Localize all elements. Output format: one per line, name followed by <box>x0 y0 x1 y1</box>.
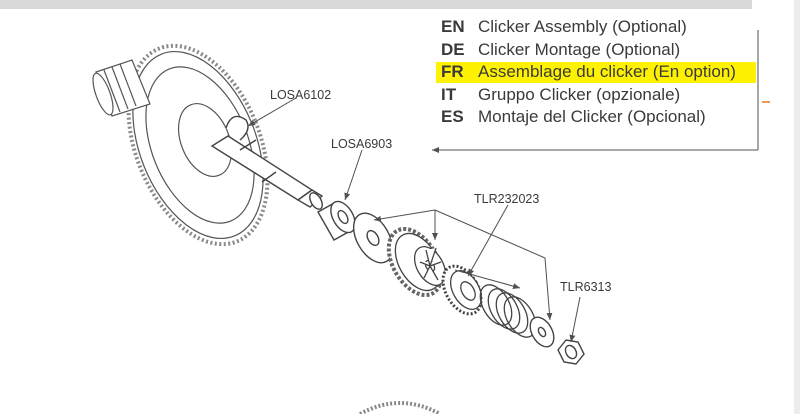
legend-row-it: IT Gruppo Clicker (opzionale) <box>436 84 766 107</box>
legend-text: Montaje del Clicker (Opcional) <box>478 107 706 126</box>
bearing <box>317 200 356 241</box>
legend-row-es: ES Montaje del Clicker (Opcional) <box>436 106 766 129</box>
top-scroll-edge <box>0 0 752 9</box>
language-code: FR <box>441 62 464 81</box>
vertical-scrollbar[interactable] <box>794 0 800 414</box>
lock-nut <box>557 339 585 365</box>
small-washer <box>529 316 555 348</box>
leader-lines <box>247 30 759 343</box>
part-label-losa6102: LOSA6102 <box>270 88 331 102</box>
part-label-tlr6313: TLR6313 <box>560 280 611 294</box>
part-label-losa6903: LOSA6903 <box>331 137 392 151</box>
highlight-bar <box>436 62 756 83</box>
legend-row-en: EN Clicker Assembly (Optional) <box>436 16 766 39</box>
e-clip <box>225 115 249 141</box>
legend-row-fr: FR Assemblage du clicker (En option) <box>436 61 766 84</box>
language-legend: EN Clicker Assembly (Optional) DE Clicke… <box>436 16 766 129</box>
part-label-tlr232023: TLR232023 <box>474 192 539 206</box>
legend-text: Assemblage du clicker (En option) <box>478 62 736 81</box>
legend-row-de: DE Clicker Montage (Optional) <box>436 39 766 62</box>
legend-text: Clicker Assembly (Optional) <box>478 17 687 36</box>
spring <box>479 284 537 338</box>
clicker-ring <box>441 264 483 316</box>
lower-gear-fragment <box>359 401 441 414</box>
language-code: IT <box>441 84 457 104</box>
language-code: ES <box>441 107 464 126</box>
main-shaft <box>210 135 324 210</box>
washer <box>352 212 394 264</box>
legend-text: Clicker Montage (Optional) <box>478 39 681 59</box>
shaft-stub <box>92 59 151 117</box>
language-code: EN <box>441 17 465 36</box>
clicker-gear <box>386 226 447 298</box>
legend-text: Gruppo Clicker (opzionale) <box>478 84 681 104</box>
language-code: DE <box>441 39 465 59</box>
